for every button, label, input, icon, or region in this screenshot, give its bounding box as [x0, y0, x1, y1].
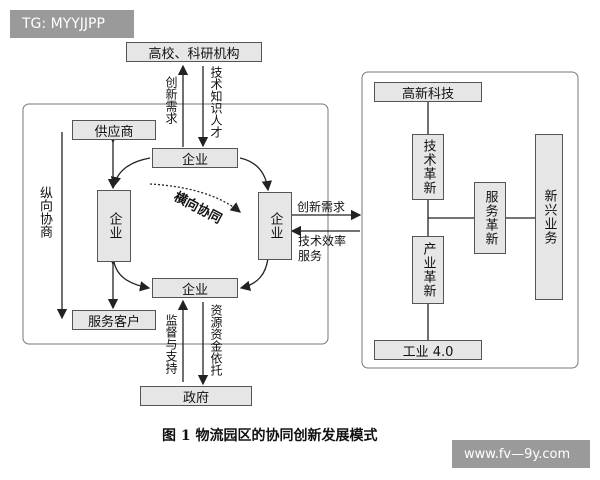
cycle-bottom-right	[239, 257, 269, 291]
industry-40-box: 工业 4.0	[374, 340, 482, 360]
vertical-collab-label: 纵向协商	[37, 186, 52, 238]
cycle-top-left	[110, 157, 151, 188]
enterprise-top-box: 企业	[152, 148, 238, 168]
innovation-demand-vertical-label: 创新需求	[164, 76, 178, 124]
enterprise-bottom-box: 企业	[152, 278, 238, 298]
supplier-box: 供应商	[72, 120, 156, 140]
emerging-business-box: 新兴业务	[535, 134, 563, 300]
watermark-top: TG: MYYJJPP	[10, 10, 134, 38]
tech-efficiency-service-label: 技术效率服务	[298, 234, 347, 263]
cycle-bottom-left	[113, 261, 151, 292]
tech-innovation-box: 技术革新	[412, 134, 444, 200]
industry-innovation-box: 产业革新	[412, 236, 444, 304]
customer-box: 服务客户	[72, 310, 156, 330]
high-tech-box: 高新科技	[374, 82, 482, 102]
right-system-frame	[361, 71, 579, 369]
supervision-support-label: 监督与支持	[164, 314, 178, 374]
left-system-frame	[22, 103, 329, 345]
universities-box: 高校、科研机构	[126, 42, 262, 62]
innovation-demand-horizontal-label: 创新需求	[297, 200, 346, 214]
cycle-top-right	[239, 157, 273, 192]
figure-caption: 图 1 物流园区的协同创新发展模式	[162, 428, 378, 444]
government-box: 政府	[140, 386, 252, 406]
watermark-bottom: www.fv—9y.com	[452, 440, 590, 468]
enterprise-right-box: 企业	[258, 192, 292, 260]
enterprise-left-box: 企业	[97, 190, 131, 262]
resource-capital-label: 资源资金依托	[209, 304, 223, 376]
service-innovation-box: 服务革新	[474, 182, 506, 254]
tech-knowledge-talent-label: 技术知识人才	[209, 66, 223, 138]
